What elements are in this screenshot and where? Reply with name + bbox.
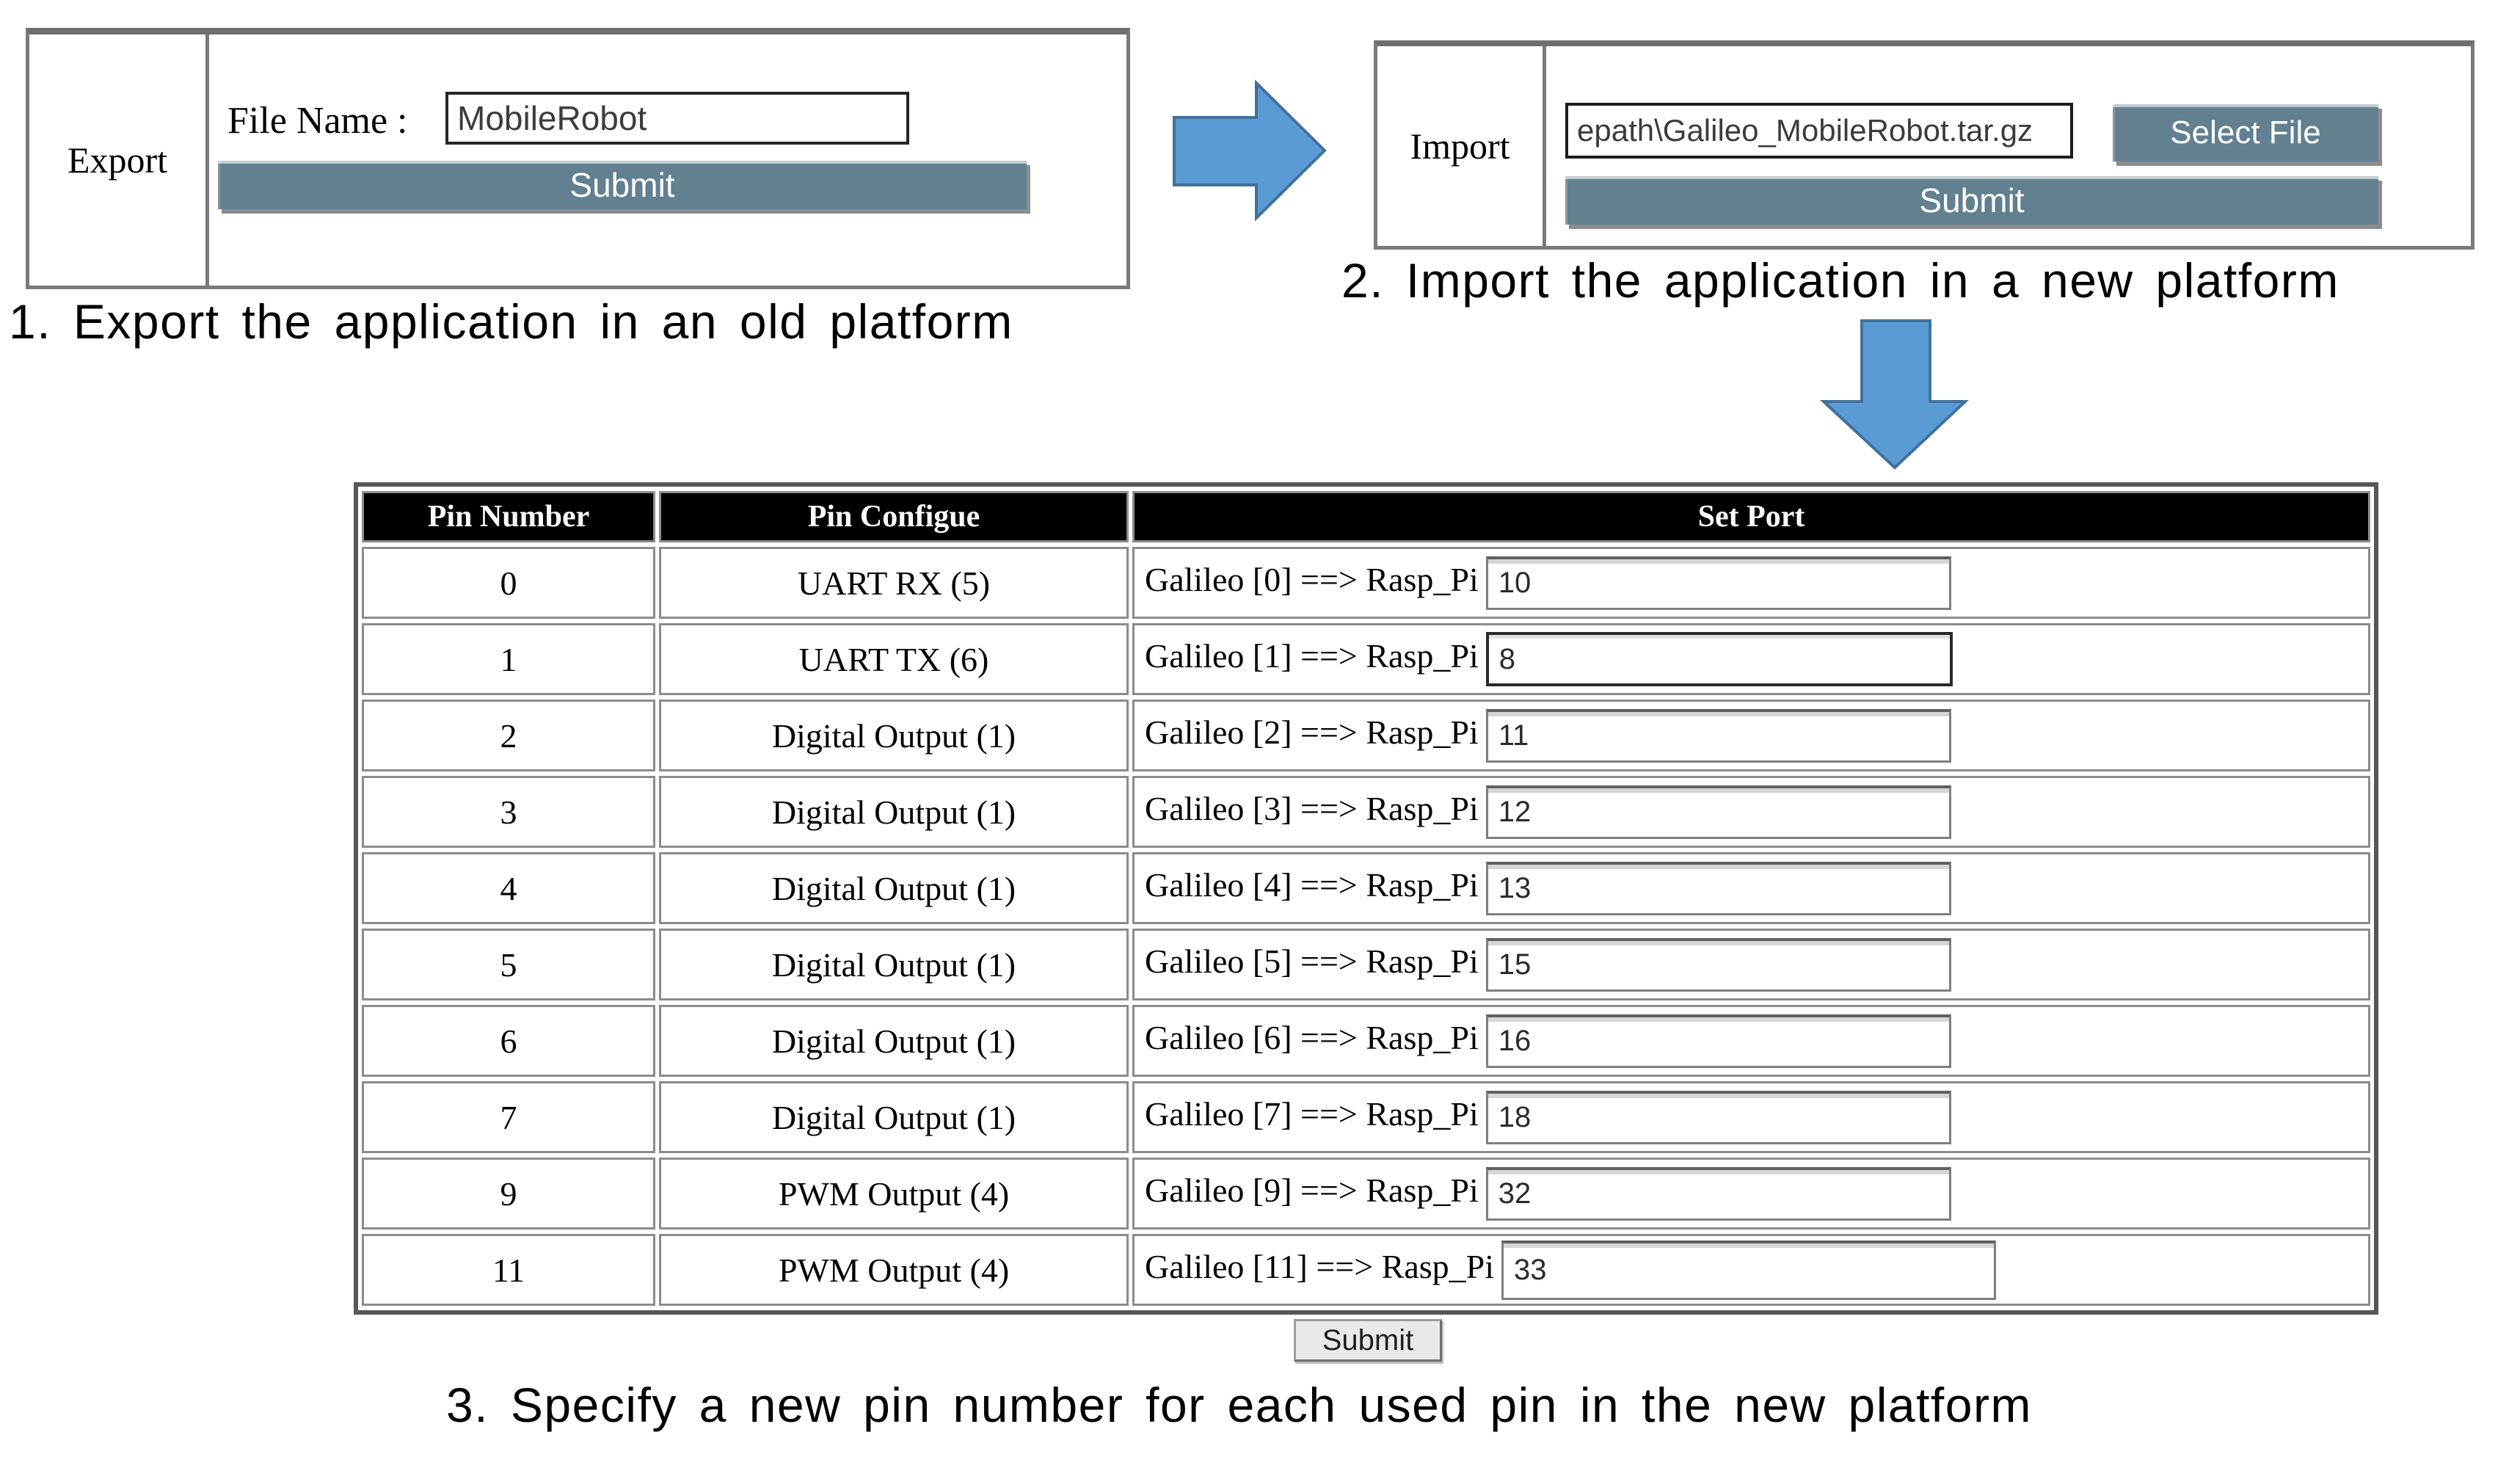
port-mapping-label: Galileo [1] ==> Rasp_Pi — [1145, 636, 1479, 675]
table-submit-button[interactable]: Submit — [1294, 1319, 1442, 1362]
set-port-cell: Galileo [9] ==> Rasp_Pi — [1132, 1158, 2370, 1229]
header-pin-configue: Pin Configue — [659, 491, 1129, 542]
table-row: 0 UART RX (5) Galileo [0] ==> Rasp_Pi — [362, 547, 2370, 619]
export-submit-button[interactable]: Submit — [218, 161, 1027, 209]
set-port-cell: Galileo [7] ==> Rasp_Pi — [1132, 1081, 2370, 1153]
set-port-cell: Galileo [5] ==> Rasp_Pi — [1132, 929, 2370, 1000]
table-row: 9 PWM Output (4) Galileo [9] ==> Rasp_Pi — [362, 1158, 2370, 1229]
caption-step1: 1. Export the application in an old plat… — [9, 294, 1013, 349]
port-input[interactable] — [1485, 632, 1953, 686]
file-name-input[interactable] — [445, 92, 909, 145]
pin-configue-cell: Digital Output (1) — [659, 929, 1129, 1000]
pin-configue-cell: Digital Output (1) — [659, 1081, 1129, 1153]
import-file-path-input[interactable] — [1565, 103, 2073, 159]
table-row: 7 Digital Output (1) Galileo [7] ==> Ras… — [362, 1081, 2370, 1153]
caption-step3: 3. Specify a new pin number for each use… — [446, 1378, 2032, 1432]
right-arrow-icon — [1173, 79, 1327, 222]
port-mapping-label: Galileo [2] ==> Rasp_Pi — [1145, 713, 1479, 751]
table-row: 3 Digital Output (1) Galileo [3] ==> Ras… — [362, 776, 2370, 848]
port-input[interactable] — [1485, 1014, 1951, 1068]
table-row: 6 Digital Output (1) Galileo [6] ==> Ras… — [362, 1005, 2370, 1077]
port-input[interactable] — [1485, 1166, 1951, 1221]
export-label: Export — [29, 34, 209, 286]
port-input[interactable] — [1485, 861, 1951, 915]
port-input[interactable] — [1485, 785, 1951, 839]
table-row: 4 Digital Output (1) Galileo [4] ==> Ras… — [362, 852, 2370, 924]
pin-number-cell: 6 — [362, 1005, 655, 1077]
pin-number-cell: 0 — [362, 547, 655, 619]
pin-configue-cell: UART TX (6) — [659, 623, 1129, 695]
set-port-cell: Galileo [11] ==> Rasp_Pi — [1132, 1234, 2370, 1306]
port-mapping-label: Galileo [0] ==> Rasp_Pi — [1145, 560, 1479, 598]
pin-number-cell: 4 — [362, 852, 655, 924]
table-row: 2 Digital Output (1) Galileo [2] ==> Ras… — [362, 700, 2370, 771]
set-port-cell: Galileo [2] ==> Rasp_Pi — [1132, 700, 2370, 771]
pin-number-cell: 1 — [362, 623, 655, 695]
import-submit-button[interactable]: Submit — [1565, 176, 2378, 225]
port-input[interactable] — [1485, 937, 1951, 992]
pin-number-cell: 3 — [362, 776, 655, 848]
port-mapping-label: Galileo [4] ==> Rasp_Pi — [1145, 865, 1479, 904]
port-input[interactable] — [1485, 708, 1951, 763]
pin-mapping-table: Pin Number Pin Configue Set Port 0 UART … — [354, 482, 2378, 1315]
set-port-cell: Galileo [6] ==> Rasp_Pi — [1132, 1005, 2370, 1077]
pin-configue-cell: Digital Output (1) — [659, 1005, 1129, 1077]
pin-number-cell: 2 — [362, 700, 655, 771]
export-panel-content: File Name : Submit — [209, 34, 1126, 286]
pin-configue-cell: UART RX (5) — [659, 547, 1129, 619]
port-mapping-label: Galileo [3] ==> Rasp_Pi — [1145, 789, 1479, 827]
pin-number-cell: 5 — [362, 929, 655, 1000]
pin-configue-cell: Digital Output (1) — [659, 700, 1129, 771]
set-port-cell: Galileo [4] ==> Rasp_Pi — [1132, 852, 2370, 924]
pin-configue-cell: Digital Output (1) — [659, 776, 1129, 848]
pin-number-cell: 9 — [362, 1158, 655, 1229]
import-label: Import — [1377, 46, 1546, 246]
set-port-cell: Galileo [3] ==> Rasp_Pi — [1132, 776, 2370, 848]
table-row: 1 UART TX (6) Galileo [1] ==> Rasp_Pi — [362, 623, 2370, 695]
select-file-button[interactable]: Select File — [2113, 104, 2378, 161]
pin-configue-cell: PWM Output (4) — [659, 1234, 1129, 1306]
pin-number-cell: 11 — [362, 1234, 655, 1306]
port-mapping-label: Galileo [6] ==> Rasp_Pi — [1145, 1018, 1479, 1056]
port-input[interactable] — [1485, 1090, 1951, 1144]
down-arrow-icon — [1819, 319, 1970, 470]
import-panel-content: Select File Submit — [1546, 46, 2471, 246]
set-port-cell: Galileo [0] ==> Rasp_Pi — [1132, 547, 2370, 619]
pin-configue-cell: PWM Output (4) — [659, 1158, 1129, 1229]
table-row: 11 PWM Output (4) Galileo [11] ==> Rasp_… — [362, 1234, 2370, 1306]
table-header-row: Pin Number Pin Configue Set Port — [362, 491, 2370, 542]
set-port-cell: Galileo [1] ==> Rasp_Pi — [1132, 623, 2370, 695]
port-input[interactable] — [1485, 556, 1951, 610]
port-mapping-label: Galileo [7] ==> Rasp_Pi — [1145, 1094, 1479, 1133]
import-panel: Import Select File Submit — [1374, 40, 2475, 250]
port-mapping-label: Galileo [11] ==> Rasp_Pi — [1145, 1247, 1495, 1285]
table-row: 5 Digital Output (1) Galileo [5] ==> Ras… — [362, 929, 2370, 1000]
header-pin-number: Pin Number — [362, 491, 655, 542]
pin-configue-cell: Digital Output (1) — [659, 852, 1129, 924]
port-input[interactable] — [1501, 1240, 1997, 1300]
header-set-port: Set Port — [1132, 491, 2370, 542]
port-mapping-label: Galileo [9] ==> Rasp_Pi — [1145, 1171, 1479, 1209]
pin-number-cell: 7 — [362, 1081, 655, 1153]
file-name-label: File Name : — [227, 100, 408, 142]
port-mapping-label: Galileo [5] ==> Rasp_Pi — [1145, 942, 1479, 980]
export-panel: Export File Name : Submit — [26, 28, 1130, 289]
caption-step2: 2. Import the application in a new platf… — [1341, 253, 2339, 308]
